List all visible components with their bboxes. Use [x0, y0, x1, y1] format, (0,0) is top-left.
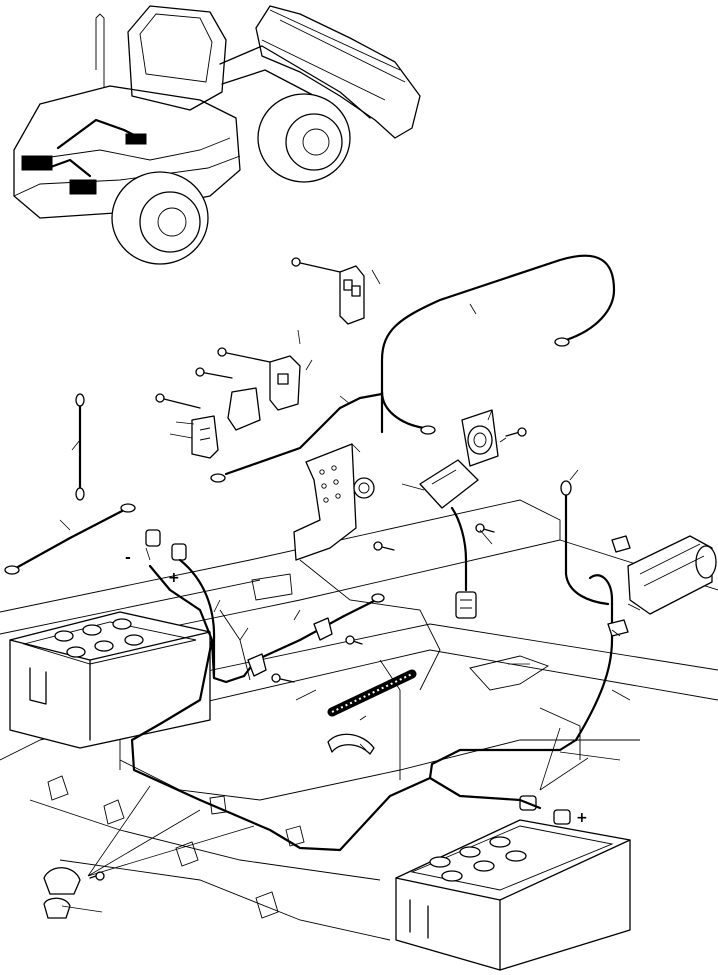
starter-cable — [574, 574, 614, 742]
leader-lines — [59, 269, 641, 913]
wheel-loader-illustration — [13, 5, 421, 265]
grommet — [353, 477, 375, 499]
vertical-mounting-plate — [293, 443, 357, 561]
rear-battery — [395, 795, 631, 971]
sensor-harness — [450, 506, 468, 592]
top-bracket-assembly — [291, 257, 365, 325]
corrugated-tube — [327, 669, 417, 717]
ground-strap-cable — [380, 390, 426, 430]
front-battery-negative-symbol: - — [125, 550, 131, 566]
front-battery-positive-symbol: + — [168, 570, 180, 586]
bolts — [89, 523, 495, 881]
rear-battery-cable — [428, 738, 578, 780]
relay-bracket-assembly — [155, 347, 301, 459]
rear-battery-positive-symbol: + — [576, 810, 588, 826]
jumper-cable-diagonal — [14, 508, 126, 570]
cable-terminals — [4, 337, 572, 603]
starter-motor — [607, 535, 717, 637]
front-battery — [9, 529, 211, 749]
terminal-cover — [327, 733, 375, 755]
relay-ground-cable — [224, 392, 384, 476]
cable-clamps — [247, 617, 333, 677]
battery-relay-switch — [461, 409, 527, 467]
sensor-connector — [455, 591, 477, 619]
terminal-caps — [43, 867, 81, 919]
alternator-cable — [564, 490, 610, 606]
ground-cable-long — [380, 254, 616, 434]
main-battery-cable — [130, 564, 542, 852]
control-module — [419, 459, 479, 509]
